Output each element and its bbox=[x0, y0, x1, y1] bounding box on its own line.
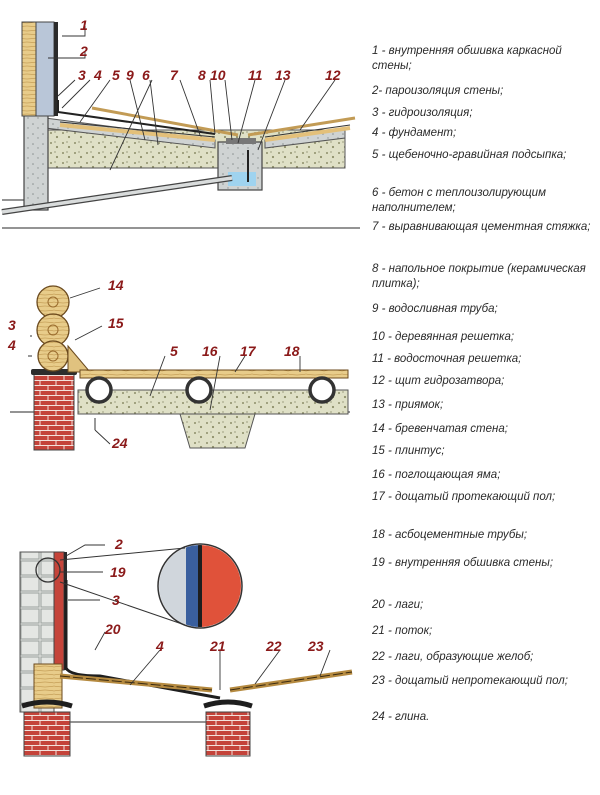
callout-5: 5 bbox=[112, 67, 120, 83]
callout-4: 4 bbox=[93, 67, 102, 83]
legend-item-22: 22 - лаги, образующие желоб; bbox=[372, 651, 534, 663]
brick-pier-left bbox=[23, 711, 71, 757]
callout-24: 24 bbox=[111, 435, 128, 451]
callout-10: 10 bbox=[210, 67, 226, 83]
callout-3c: 3 bbox=[112, 592, 120, 608]
callout-13: 13 bbox=[275, 67, 291, 83]
callout-12: 12 bbox=[325, 67, 341, 83]
tight-plank-floor bbox=[59, 669, 353, 693]
ground bbox=[0, 195, 370, 225]
legend-item-2: 2- пароизоляция стены; bbox=[372, 85, 504, 97]
legend-item-18: 18 - асбоцементные трубы; bbox=[372, 529, 528, 541]
legend-item-1: 1 - внутренняя обшивка каркасной стены; bbox=[372, 45, 562, 72]
legend-item-8: 8 - напольное покрытие (керамическая пли… bbox=[372, 263, 586, 290]
detail-callout-circle bbox=[35, 557, 61, 583]
pit-water bbox=[228, 172, 256, 186]
plinth bbox=[67, 344, 92, 373]
callout-20: 20 bbox=[104, 621, 121, 637]
callout-8: 8 bbox=[198, 67, 206, 83]
legend-item-19: 19 - внутренняя обшивка стены; bbox=[372, 557, 554, 569]
callout-6: 6 bbox=[142, 67, 150, 83]
foundation bbox=[23, 111, 49, 211]
legend-item-21: 21 - поток; bbox=[372, 625, 433, 637]
callout-2: 2 bbox=[79, 43, 88, 59]
callout-labels: 1 2 3 4 5 6 7 8 9 10 11 13 12 14 15 3 4 … bbox=[7, 17, 341, 654]
section-1-drawing bbox=[0, 21, 370, 229]
callout-22: 22 bbox=[265, 638, 282, 654]
callout-14: 14 bbox=[108, 277, 124, 293]
callout-21: 21 bbox=[209, 638, 226, 654]
section-3-drawing bbox=[19, 543, 353, 757]
inner-sheathing bbox=[53, 551, 65, 671]
callout-11: 11 bbox=[248, 67, 263, 83]
wall-detail-magnified bbox=[157, 543, 243, 629]
callout-16: 16 bbox=[202, 343, 218, 359]
legend-item-7: 7 - выравнивающая цементная стяжка; bbox=[372, 221, 591, 233]
legend-item-14: 14 - бревенчатая стена; bbox=[372, 423, 508, 435]
legend-item-3: 3 - гидроизоляция; bbox=[372, 107, 473, 119]
legend-item-9: 9 - водосливная труба; bbox=[372, 303, 498, 315]
legend-item-24: 24 - глина. bbox=[372, 711, 430, 723]
legend-item-6: 6 - бетон с теплоизолирующим наполнителе… bbox=[372, 187, 546, 214]
legend-item-17: 17 - дощатый протекающий пол; bbox=[372, 491, 556, 503]
leaky-plank-floor bbox=[79, 369, 349, 379]
asbestos-pipes bbox=[85, 376, 336, 404]
callout-9: 9 bbox=[126, 67, 134, 83]
callout-3: 3 bbox=[78, 67, 86, 83]
legend-item-15: 15 - плинтус; bbox=[372, 445, 445, 457]
legend-item-10: 10 - деревянная решетка; bbox=[372, 331, 515, 343]
callout-4b: 4 bbox=[7, 337, 16, 353]
brick-pier-right bbox=[205, 711, 251, 757]
callout-18: 18 bbox=[284, 343, 300, 359]
waterproofing-cap-2 bbox=[31, 369, 77, 375]
legend-item-5: 5 - щебеночно-гравийная подсыпка; bbox=[372, 149, 567, 161]
wall-core bbox=[35, 21, 55, 117]
waterproofing-3 bbox=[64, 580, 221, 700]
legend-item-11: 11 - водосточная решетка; bbox=[372, 353, 522, 365]
brick-foundation-2 bbox=[33, 373, 75, 451]
callout-3b: 3 bbox=[8, 317, 16, 333]
callout-23: 23 bbox=[307, 638, 324, 654]
callout-2c: 2 bbox=[114, 536, 123, 552]
tile-floor bbox=[59, 123, 351, 142]
absorption-pit bbox=[179, 413, 256, 449]
wall-sheathing bbox=[21, 21, 37, 117]
waterproofing-line bbox=[57, 100, 216, 135]
legend-item-23: 23 - дощатый непротекающий пол; bbox=[372, 675, 568, 687]
callout-5b: 5 bbox=[170, 343, 178, 359]
legend-item-20: 20 - лаги; bbox=[372, 599, 424, 611]
log-wall bbox=[36, 285, 70, 372]
callout-15: 15 bbox=[108, 315, 124, 331]
legend-item-12: 12 - щит гидрозатвора; bbox=[372, 375, 505, 387]
legend-item-13: 13 - приямок; bbox=[372, 399, 444, 411]
callout-4c: 4 bbox=[155, 638, 164, 654]
wooden-grate bbox=[91, 106, 356, 137]
callout-17: 17 bbox=[240, 343, 257, 359]
section-2-drawing bbox=[10, 285, 350, 451]
legend-item-16: 16 - поглощающая яма; bbox=[372, 469, 501, 481]
drain-grate bbox=[226, 138, 256, 144]
legend-item-4: 4 - фундамент; bbox=[372, 127, 457, 139]
wall-vapor-barrier bbox=[54, 22, 58, 116]
leader-lines bbox=[28, 26, 336, 690]
callout-19: 19 bbox=[110, 564, 126, 580]
callout-1: 1 bbox=[80, 17, 88, 33]
callout-7: 7 bbox=[170, 67, 179, 83]
